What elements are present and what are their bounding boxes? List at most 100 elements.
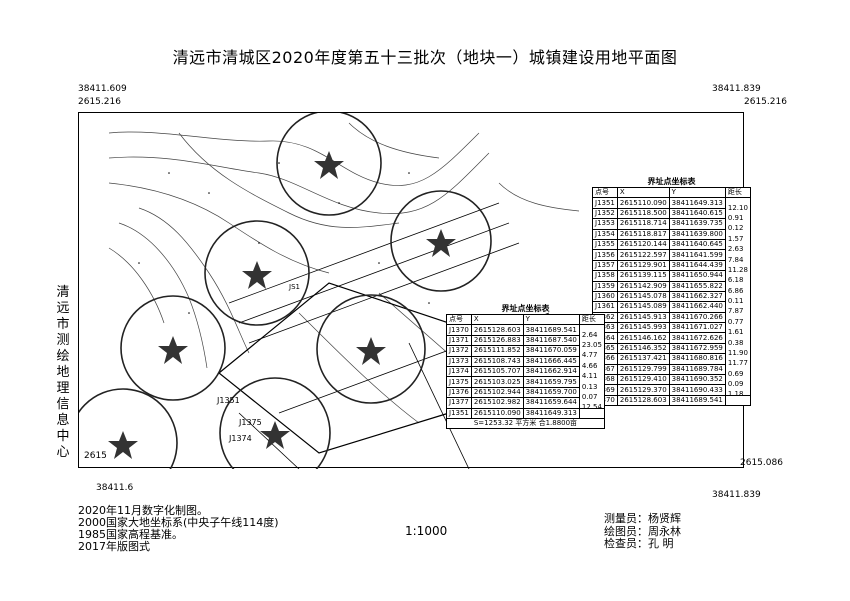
table-cell: 38411666.445	[522, 355, 580, 367]
table-cell: 2615105.707	[470, 365, 524, 378]
table-cell: 2615118.500	[616, 207, 670, 220]
table-cell: 38411649.313	[522, 407, 580, 419]
table-cell: J1356	[592, 249, 618, 261]
corner-bl-y: 38411.6	[96, 483, 134, 493]
table-cell: 38411689.541	[522, 324, 580, 336]
note-line: 2020年11月数字化制图。	[78, 504, 208, 517]
area-row: S=1253.32 平方米 合1.8800亩	[446, 417, 605, 430]
distance-cell: 0.09	[724, 379, 751, 390]
table-cell: J1352	[592, 207, 618, 220]
distance-cell: 6.86	[724, 286, 751, 297]
table-cell: 2615122.597	[616, 249, 670, 261]
table-cell: 38411640.615	[668, 207, 726, 220]
distance-cell: 11.77	[724, 358, 751, 370]
table-cell: J1371	[446, 334, 472, 347]
table-cell: 2615108.743	[470, 355, 524, 367]
table-cell: J1353	[592, 218, 618, 230]
table-cell: J1377	[446, 397, 472, 409]
table-cell: J1355	[592, 238, 618, 251]
table-cell: 38411662.327	[668, 290, 726, 303]
table-cell: 2615129.799	[616, 363, 670, 376]
distance-cell: 4.77	[578, 350, 605, 362]
distance-cell: 7.84	[724, 254, 751, 266]
table-cell: 38411690.433	[668, 384, 726, 396]
table-cell: J1374	[446, 365, 472, 378]
table-header-cell: X	[616, 186, 670, 199]
table-cell: 2615137.421	[616, 353, 670, 365]
table-cell: 38411672.959	[668, 342, 726, 355]
table-cell: 38411659.795	[522, 376, 580, 388]
table-cell: 38411689.541	[668, 394, 726, 407]
point-j1374-label: J1374	[228, 434, 252, 443]
table-cell: 38411639.735	[668, 218, 726, 230]
table-header-cell: Y	[668, 186, 726, 199]
table-cell: 38411690.352	[668, 374, 726, 386]
table-cell: 38411639.800	[668, 228, 726, 240]
table-cell: 2615120.144	[616, 238, 670, 251]
point-j1351-label: J1351	[216, 396, 240, 405]
table-cell: 2615145.078	[616, 290, 670, 303]
distance-cell: 12.10	[724, 202, 751, 214]
corner-tl-x: 2615.216	[78, 97, 121, 107]
surveyor: 测量员：杨贤辉	[604, 512, 681, 525]
table-cell: 38411649.313	[668, 197, 726, 209]
drafter: 绘图员：周永林	[604, 524, 681, 538]
note-line: 2017年版图式	[78, 540, 150, 553]
table-header-cell: 点号	[592, 186, 618, 199]
note-line: 2000国家大地坐标系(中央子午线114度)	[78, 516, 279, 529]
table-cell: 38411650.944	[668, 270, 726, 282]
map-scale: 1:1000	[405, 524, 448, 538]
distance-cell: 0.12	[724, 223, 751, 235]
table-cell: 2615139.115	[616, 270, 670, 282]
table-cell: 38411640.645	[668, 238, 726, 251]
table-cell: 2615128.603	[470, 324, 524, 336]
table-cell: 2615118.714	[616, 218, 670, 230]
table-cell: 38411687.540	[522, 334, 580, 347]
distance-cell: 1.61	[724, 327, 751, 338]
distance-cell: 2.64	[578, 329, 605, 341]
table-cell: J1351	[592, 197, 618, 209]
table-cell: 2615129.901	[616, 259, 670, 272]
table-cell: 38411659.700	[522, 386, 580, 399]
table-cell: 2615126.883	[470, 334, 524, 347]
table-cell: J1354	[592, 228, 618, 240]
distance-cell: 23.05	[578, 340, 605, 351]
table-header-cell: 点号	[446, 313, 472, 326]
table-cell: J1370	[446, 324, 472, 336]
table-cell: 2615142.909	[616, 280, 670, 292]
corner-bl-x: 2615	[84, 451, 107, 461]
table-cell: 2615128.603	[616, 394, 670, 407]
distance-cell: 0.69	[724, 369, 751, 380]
distance-cell: 0.38	[724, 337, 751, 349]
distance-cell: 11.90	[724, 348, 751, 359]
table-cell: 2615146.352	[616, 342, 670, 355]
table-cell: 38411680.816	[668, 353, 726, 365]
table-left-caption: 界址点坐标表	[501, 304, 550, 313]
map-title: 清远市清城区2020年度第五十三批次（地块一）城镇建设用地平面图	[172, 48, 678, 67]
table-header-cell: Y	[522, 313, 580, 326]
table-cell: 38411641.599	[668, 249, 726, 261]
table-cell: 2615102.982	[470, 397, 524, 409]
distance-cell: 0.07	[578, 392, 605, 403]
elevation-points	[138, 162, 430, 314]
distance-cell: 0.77	[724, 317, 751, 328]
table-cell: 2615146.162	[616, 332, 670, 344]
table-cell: J1372	[446, 345, 472, 357]
table-cell: 2615129.370	[616, 384, 670, 396]
area-cell: S=1253.32 平方米 合1.8800亩	[446, 417, 605, 430]
area-label: JS1	[288, 283, 300, 291]
table-cell: 38411670.266	[668, 311, 726, 324]
table-cell: 2615102.944	[470, 386, 524, 399]
stamp-stars	[108, 151, 456, 459]
table-cell: J1359	[592, 280, 618, 292]
table-cell: 2615111.852	[470, 345, 524, 357]
table-cell: J1358	[592, 270, 618, 282]
table-cell: 2615129.410	[616, 374, 670, 386]
